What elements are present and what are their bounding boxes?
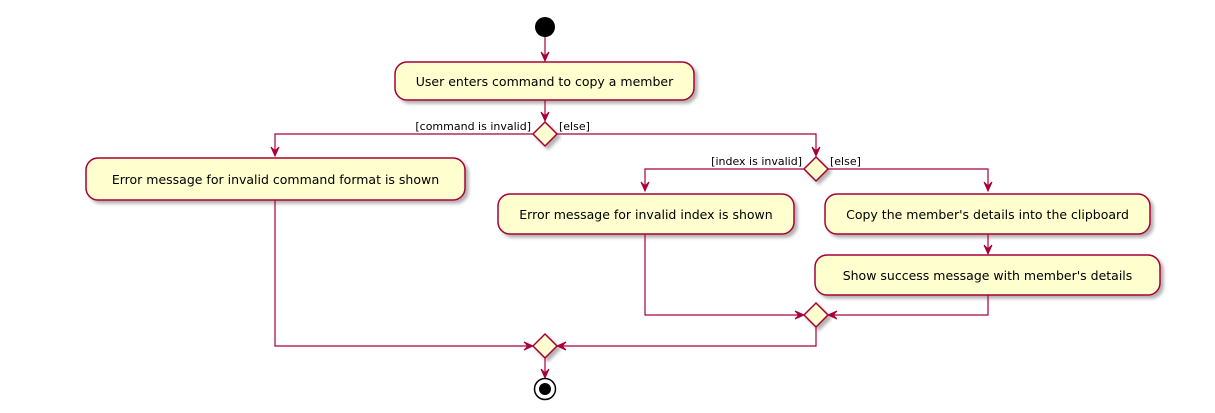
merge-index-branches (802, 301, 830, 329)
guard-index-else: [else] (830, 155, 861, 168)
arrowhead (983, 244, 993, 256)
decision-index-valid (802, 155, 830, 183)
decision-command-valid (531, 120, 559, 148)
arrowhead (540, 51, 550, 63)
start-node (535, 17, 555, 37)
merge-command-branches (531, 332, 559, 360)
guard-command-else: [else] (559, 120, 590, 133)
guard-command-invalid: [command is invalid] (415, 120, 531, 133)
activity-label: Copy the member's details into the clipb… (846, 207, 1129, 222)
arrowhead (983, 181, 993, 193)
arrowhead (794, 310, 806, 320)
guard-index-invalid: [index is invalid] (711, 155, 802, 168)
flow-edge (832, 295, 989, 316)
activity-enter-command: User enters command to copy a member (394, 61, 695, 101)
end-node (533, 377, 557, 401)
activity-label: Show success message with member's detai… (843, 268, 1133, 283)
activity-invalid-index: Error message for invalid index is shown (497, 193, 795, 235)
activity-label: Error message for invalid index is shown (519, 207, 772, 222)
arrowhead (555, 341, 567, 351)
flow-edge (274, 200, 529, 347)
flow-edge (828, 168, 989, 187)
activity-invalid-command: Error message for invalid command format… (85, 157, 466, 201)
arrowhead (826, 310, 838, 320)
flow-edge (274, 133, 533, 152)
flow-edge (644, 168, 804, 187)
flow-edge (561, 327, 817, 347)
activity-copy-details: Copy the member's details into the clipb… (824, 193, 1151, 235)
arrowhead (811, 146, 821, 158)
arrowhead (540, 368, 550, 380)
arrowhead (540, 111, 550, 123)
flow-edge (644, 234, 800, 316)
arrowhead (640, 181, 650, 193)
flow-edge (557, 133, 817, 152)
activity-show-success: Show success message with member's detai… (814, 254, 1161, 296)
arrowhead (523, 341, 535, 351)
arrowhead (270, 146, 280, 158)
activity-label: Error message for invalid command format… (112, 172, 439, 187)
activity-label: User enters command to copy a member (416, 74, 674, 89)
